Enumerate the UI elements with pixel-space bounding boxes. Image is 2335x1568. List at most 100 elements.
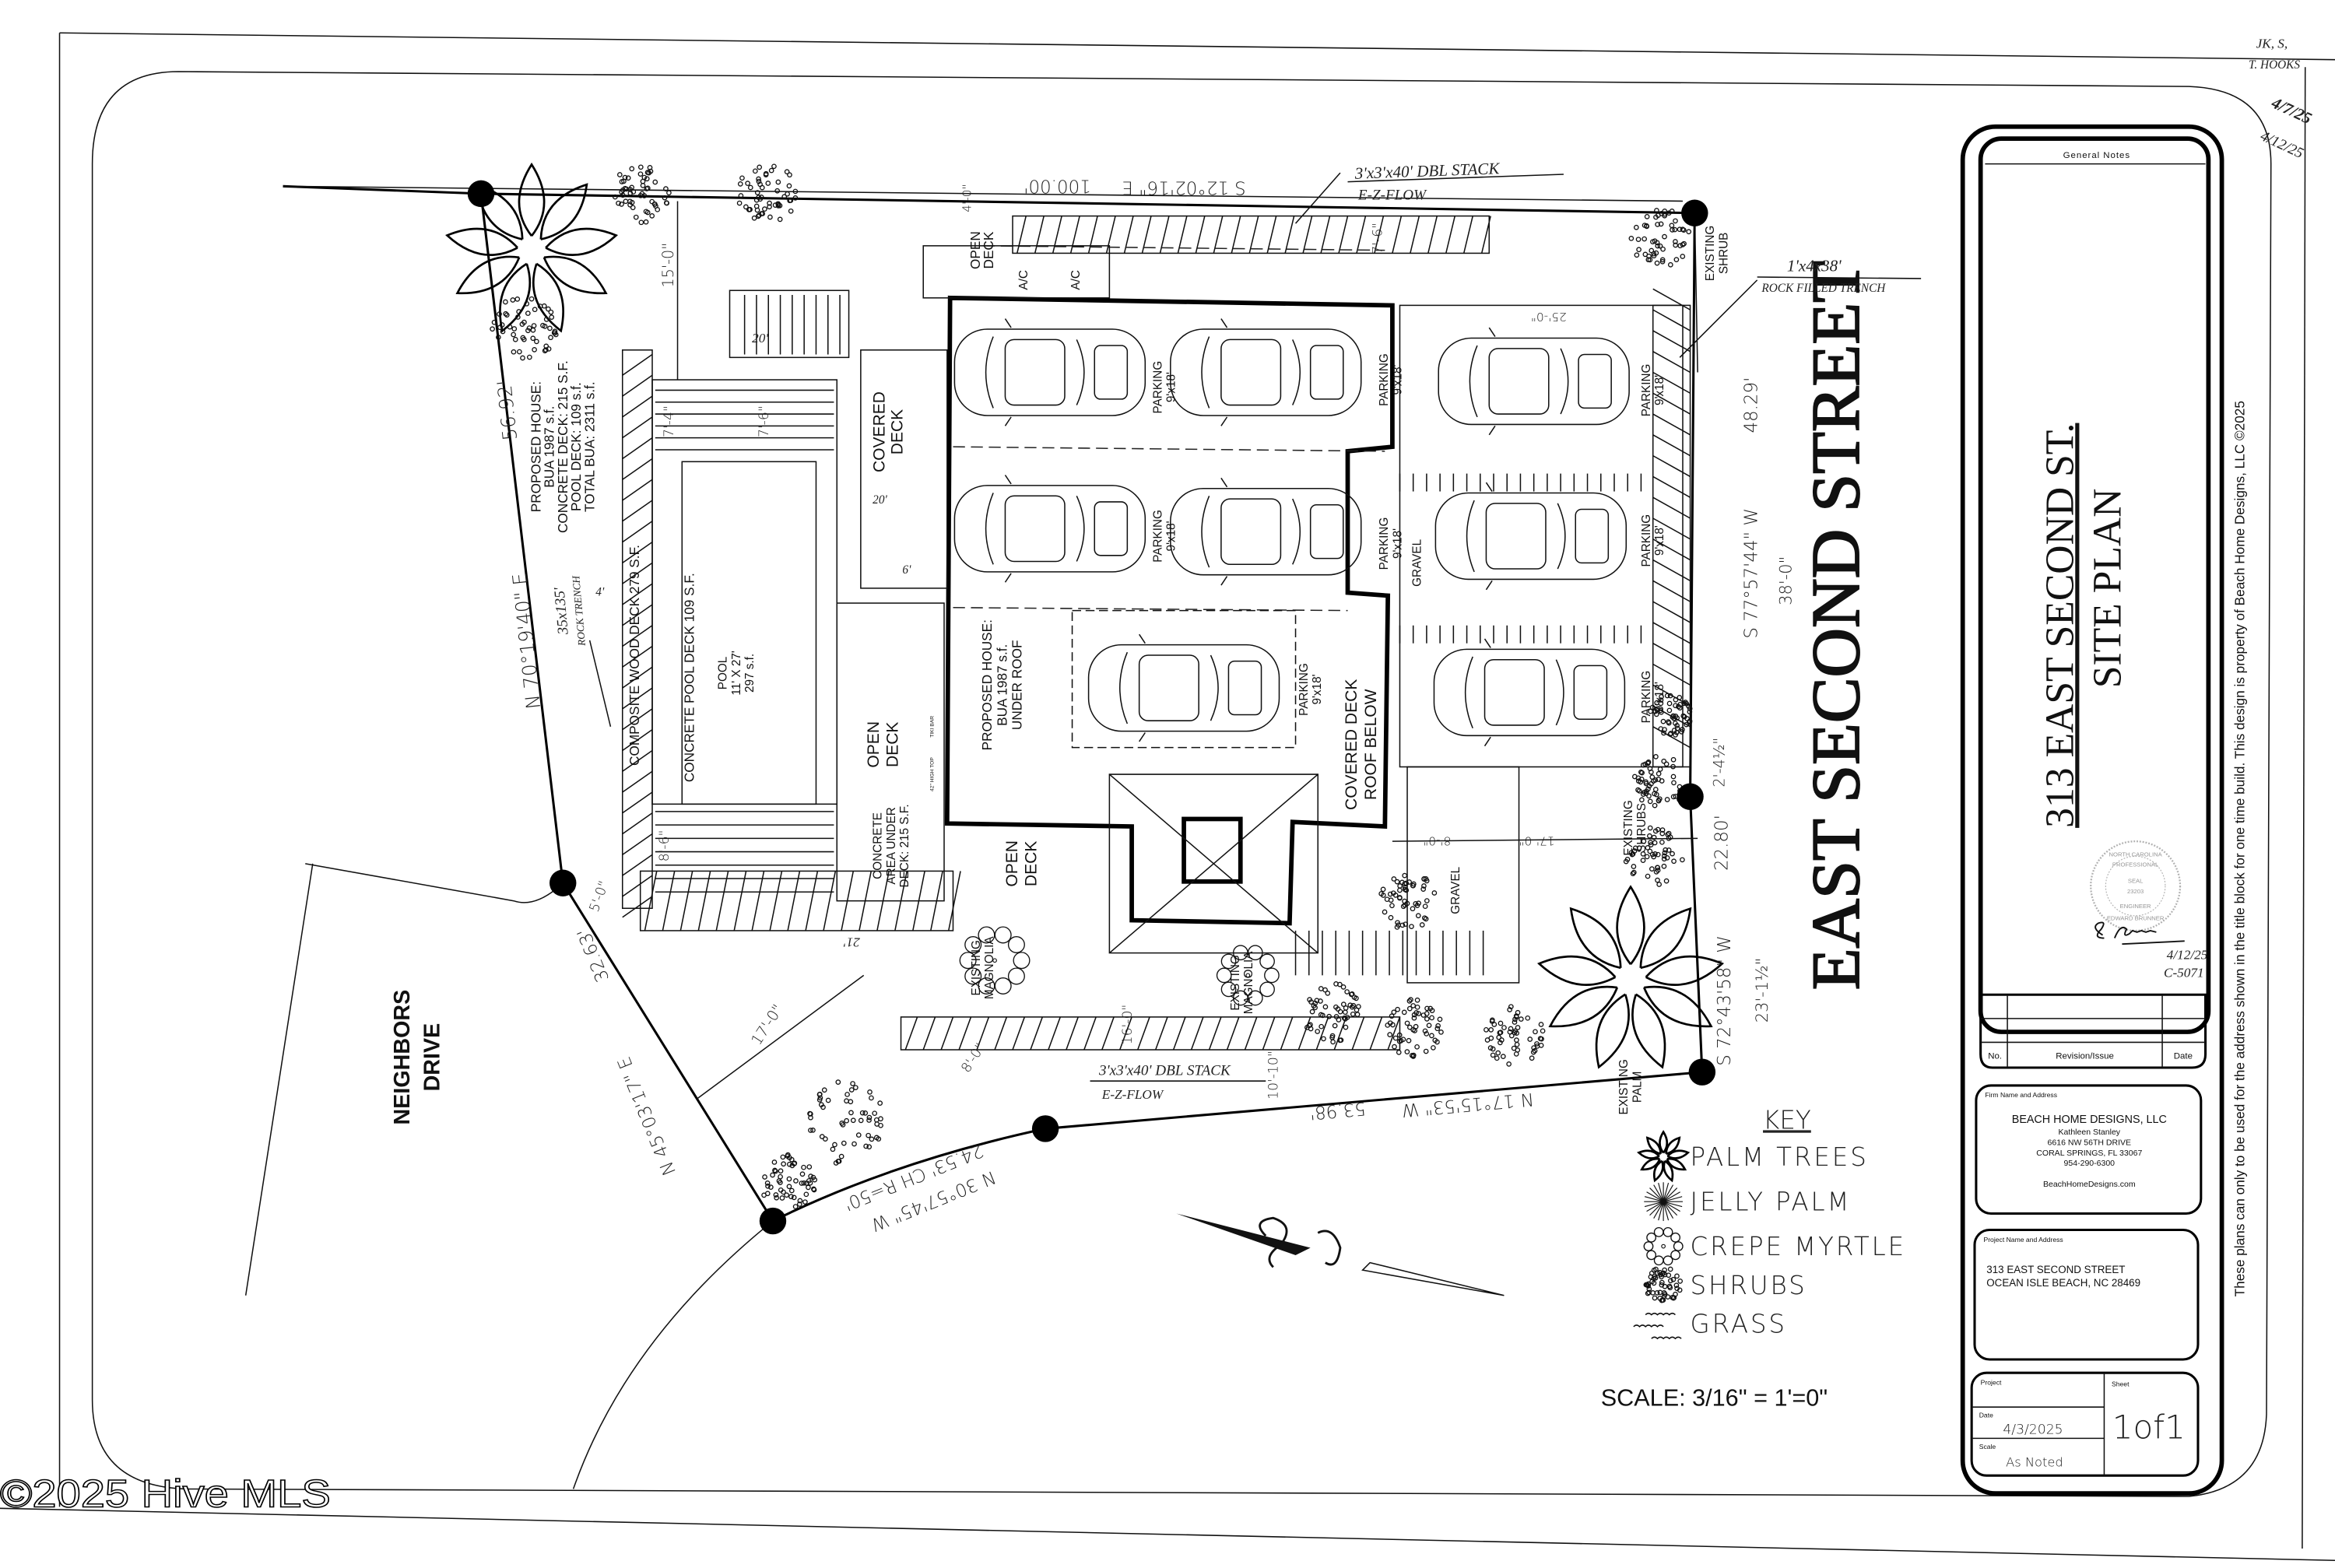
shrub-leaf (850, 1081, 855, 1086)
ac-platform (922, 245, 1111, 299)
palm-frond (455, 255, 521, 295)
shrub-leaf (1501, 1025, 1507, 1030)
shrub-leaf (844, 1092, 850, 1097)
shrub-leaf (1318, 1023, 1325, 1030)
hatch-line (1652, 684, 1691, 707)
shrub-leaf (736, 200, 743, 206)
hatch-line (1351, 1016, 1365, 1051)
signature-date: 4/12/25 (2167, 947, 2208, 962)
hatch-line (622, 521, 653, 543)
firm-phone: 954-290-6300 (2064, 1159, 2116, 1168)
shrub-leaf (1642, 236, 1648, 242)
shrub-leaf (1680, 226, 1686, 233)
survey-marker (467, 180, 495, 208)
parking-size-label: 9'x18' (1653, 525, 1666, 556)
shrub-leaf (1648, 708, 1653, 714)
hatch-line (1297, 1016, 1311, 1051)
trench-note: ROCK FILLED TRENCH (1761, 282, 1886, 295)
dimension: 17'-0" (747, 1001, 787, 1048)
magnolia-lobe (1007, 935, 1025, 953)
car-body (1170, 487, 1362, 576)
seal-text: 23203 (2127, 888, 2144, 895)
shrub-leaf (1654, 260, 1660, 266)
shrub-leaf (519, 321, 525, 327)
shrub-leaf (1514, 1030, 1520, 1036)
shrub-leaf (1655, 877, 1660, 883)
shrub-leaf (1540, 1028, 1546, 1034)
shrub-leaf (1411, 1015, 1417, 1021)
shrub-leaf (788, 208, 794, 214)
shrub-leaf (1660, 246, 1666, 252)
magnolia-lobe (1653, 1226, 1664, 1237)
bearing-top-distance: 100.00' (1024, 176, 1091, 196)
shrub-leaf (1494, 1055, 1500, 1061)
shrub-leaf (1659, 1271, 1666, 1277)
shrub-leaf (773, 1168, 778, 1174)
shrub-leaf (638, 219, 644, 226)
shrub-leaf (821, 1087, 827, 1093)
hatch-line (1652, 434, 1691, 457)
house-label: BUA 1987 s.f. (994, 644, 1009, 726)
shrub-leaf (1658, 697, 1664, 703)
car-body (953, 328, 1146, 416)
shrub-leaf (1663, 847, 1669, 853)
shrub-leaf (1382, 909, 1388, 915)
magnolia-lobe (1643, 1241, 1654, 1251)
shrub-leaf (1661, 758, 1667, 764)
open-deck-label: DECK (884, 722, 902, 767)
shrub-leaf (758, 195, 764, 200)
shrub-leaf (1429, 1015, 1434, 1021)
shrub-leaf (808, 1173, 813, 1179)
hatch-line (947, 871, 961, 931)
shrub-leaf (1670, 773, 1677, 780)
shrub-leaf (1321, 1036, 1326, 1042)
hatch-line (715, 871, 729, 931)
shrub-leaf (1671, 1295, 1677, 1300)
shrub-leaf (1402, 881, 1408, 887)
magnolia-lobe (1646, 1232, 1657, 1243)
car-rear-window (1573, 665, 1608, 721)
shrub-leaf (777, 202, 783, 209)
car-body (1438, 337, 1630, 426)
general-notes-label: General Notes (2063, 151, 2130, 160)
hatch-line (1652, 601, 1691, 623)
existing-shrub (736, 163, 799, 223)
seal-text: NORTH CAROLINA (2109, 851, 2163, 858)
jelly-palm-ray (1663, 1201, 1670, 1221)
shrub-leaf (643, 209, 649, 215)
shrub-leaf (1651, 251, 1657, 257)
shrub-leaf (786, 183, 792, 189)
shrub-leaf (1643, 780, 1649, 787)
shrub-leaf (647, 165, 653, 170)
car-mirror (1220, 318, 1228, 426)
shrub-leaf (1633, 224, 1639, 230)
hatch-line (1356, 216, 1367, 254)
engineer-signature (2094, 921, 2185, 945)
shrub-leaf (739, 175, 745, 181)
shrub-leaf (1671, 780, 1677, 786)
shrub-leaf (652, 202, 658, 207)
shrub-leaf (796, 1201, 802, 1207)
shrub-leaf (548, 335, 553, 341)
shrub-leaf (1648, 842, 1654, 847)
shrub-leaf (1645, 1283, 1652, 1289)
shrub-leaf (1422, 1028, 1428, 1034)
trench-note: 1'x4x38' (1787, 256, 1842, 275)
shrub-leaf (1645, 786, 1651, 792)
shrub-leaf (1429, 1033, 1434, 1039)
shrub-leaf (1636, 788, 1642, 794)
palm-frond (1663, 1159, 1674, 1183)
car-windshield (1201, 495, 1301, 568)
shrub-leaf (1661, 853, 1667, 859)
shrub-leaf (1650, 1289, 1656, 1296)
shrub-leaf (1397, 883, 1403, 889)
hatch-line (622, 854, 653, 876)
sheet-date: 4/3/2025 (2003, 1422, 2063, 1438)
firm-name: BEACH HOME DESIGNS, LLC (2012, 1114, 2167, 1126)
shrub-leaf (1424, 1016, 1430, 1022)
hatch-line (1392, 216, 1403, 254)
shrub-leaf (767, 200, 772, 206)
hatch-line (1652, 288, 1691, 310)
shrub-leaf (1662, 212, 1668, 219)
bearing-top: S 12°02'16" E (1122, 177, 1246, 198)
